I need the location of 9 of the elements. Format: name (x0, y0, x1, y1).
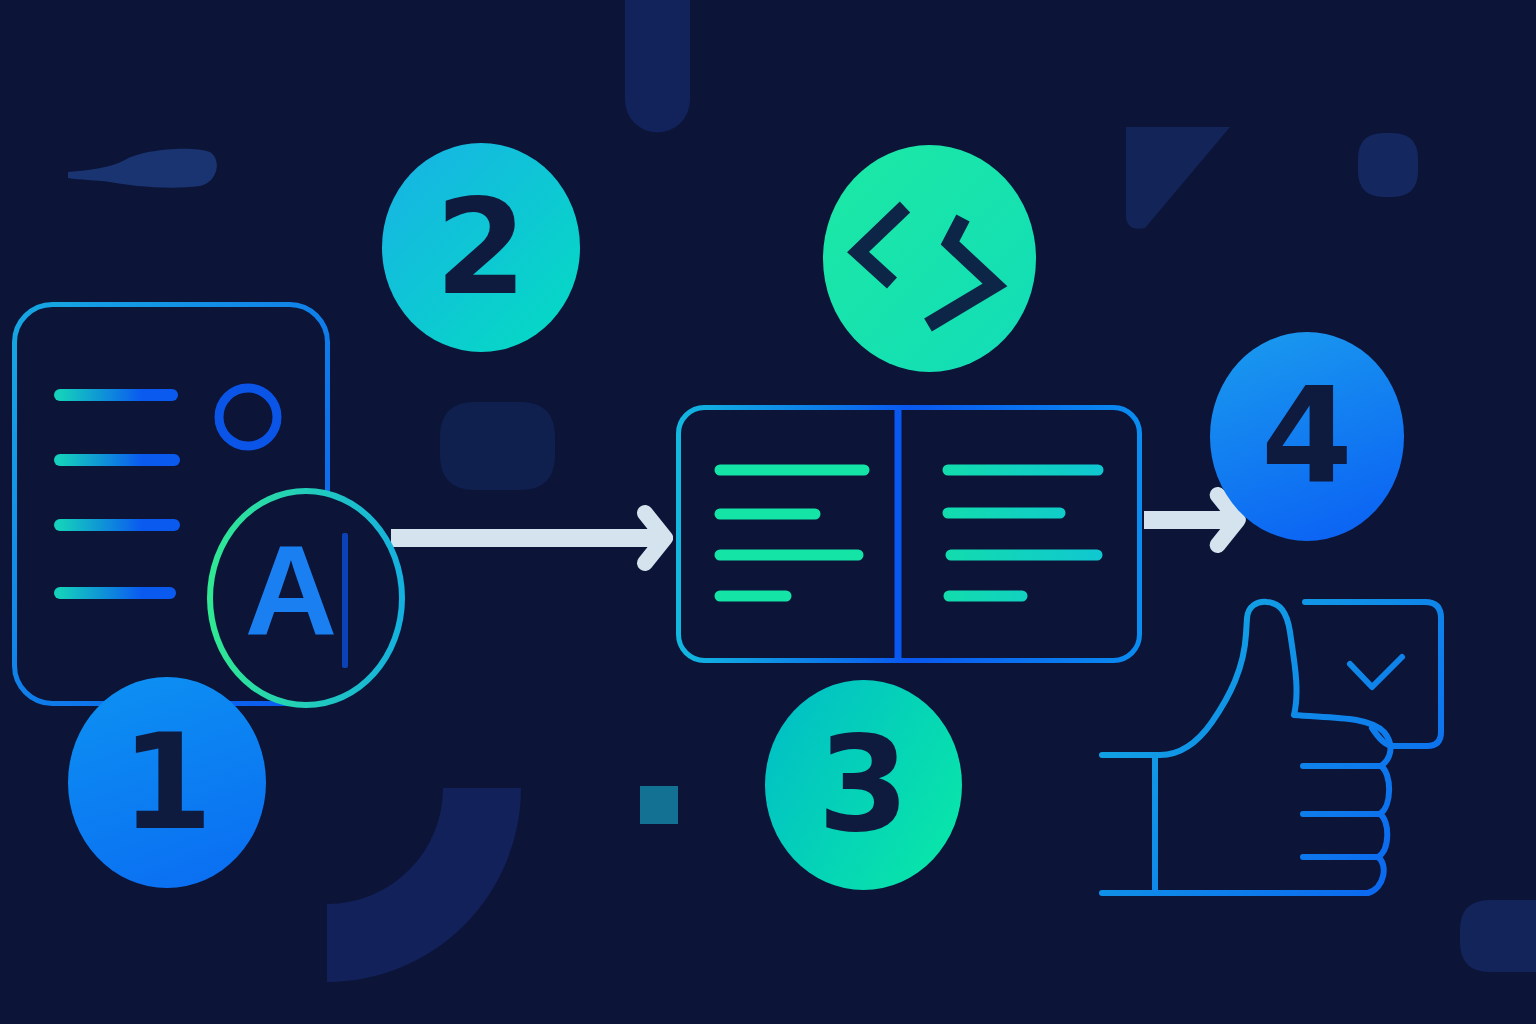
step-number: 4 (1261, 383, 1353, 490)
step-number: 2 (435, 194, 527, 301)
ring-letter: A (244, 539, 338, 643)
arrow (391, 505, 673, 571)
split-document-icon (676, 405, 1142, 663)
arrow (1144, 487, 1246, 553)
code-icon (823, 145, 1036, 372)
step-number: 1 (121, 729, 213, 836)
step-number: 3 (817, 732, 910, 838)
